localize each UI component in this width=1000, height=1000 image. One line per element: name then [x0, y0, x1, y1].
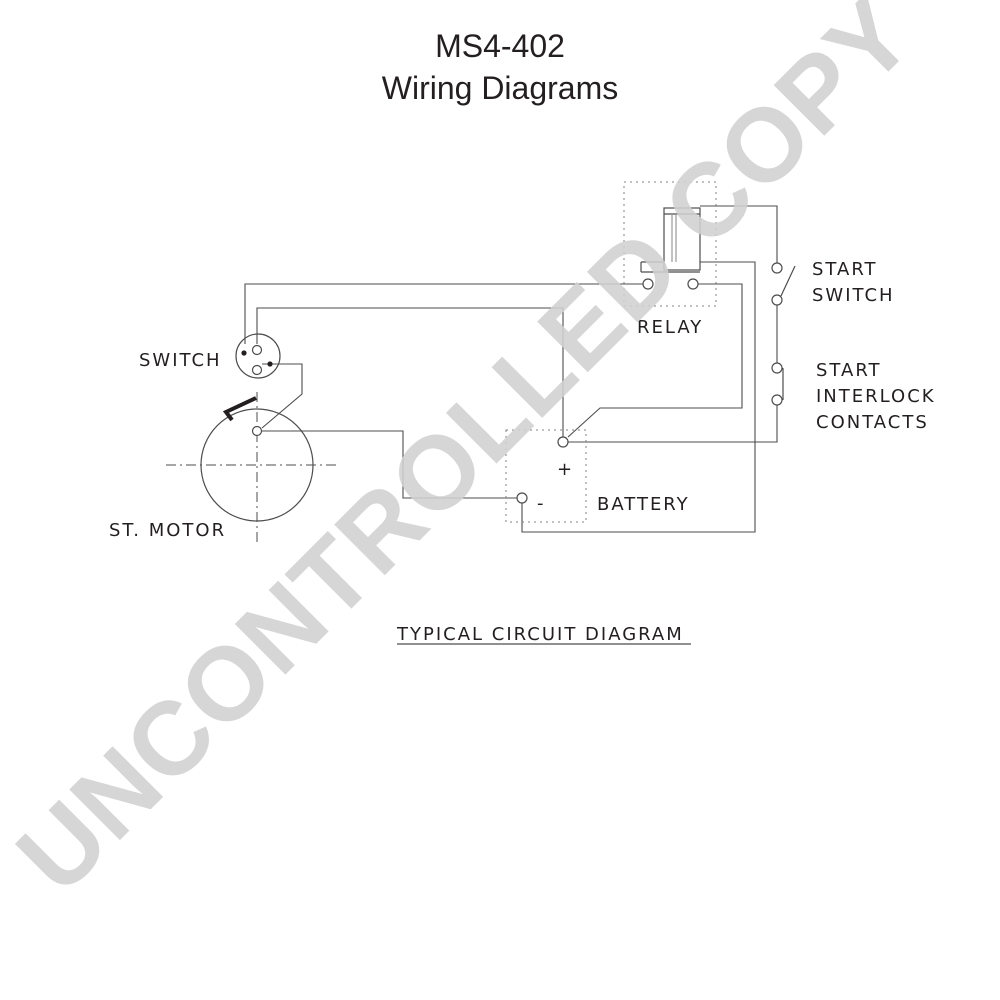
starter-motor	[200, 408, 314, 522]
battery-enclosure	[505, 429, 587, 523]
motor-label: ST. MOTOR	[109, 520, 226, 541]
motor-lever	[222, 396, 257, 422]
switch-label: SWITCH	[139, 350, 222, 371]
start-switch-terminal-top	[771, 262, 783, 274]
interlock-label-line2: INTERLOCK	[816, 386, 936, 407]
relay-body	[640, 207, 701, 273]
interlock-label-line1: START	[816, 360, 882, 381]
caption: TYPICAL CIRCUIT DIAGRAM	[396, 624, 684, 645]
switch-terminal-top	[251, 344, 263, 356]
start-switch-label-line1: START	[812, 259, 878, 280]
battery-terminal-negative	[516, 492, 528, 504]
motor-terminal	[251, 425, 263, 437]
diagram-subtitle: Wiring Diagrams	[381, 70, 619, 106]
watermark-text: UNCONTROLLED COPY	[0, 0, 935, 915]
interlock-terminal-top	[771, 362, 783, 374]
battery-plus-sign: +	[557, 459, 574, 480]
wires	[244, 205, 778, 533]
start-switch-label-line2: SWITCH	[812, 285, 895, 306]
interlock-terminal-bottom	[771, 394, 783, 406]
battery-minus-sign: -	[537, 493, 546, 514]
switch-dot-right	[267, 361, 273, 367]
interlock-label-line3: CONTACTS	[816, 412, 929, 433]
start-switch-terminal-bottom	[771, 294, 783, 306]
battery-label: BATTERY	[597, 494, 690, 515]
start-switch-blade	[780, 265, 796, 297]
battery-terminal-positive	[557, 436, 569, 448]
switch-housing	[235, 333, 281, 379]
switch-terminal-bottom	[251, 364, 263, 376]
switch-dot-left	[241, 350, 247, 356]
relay-label: RELAY	[637, 317, 703, 338]
diagram-title: MS4-402	[435, 28, 565, 64]
